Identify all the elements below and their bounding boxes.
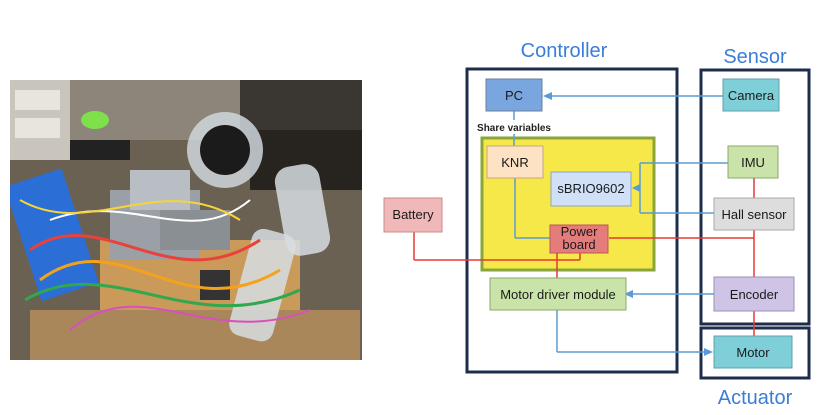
sbrio-arrowhead <box>632 184 640 192</box>
sbrio-block <box>550 171 632 207</box>
power-board-label-1: Power <box>561 224 599 239</box>
knr-label: KNR <box>501 155 528 170</box>
actuator-frame <box>699 326 811 380</box>
hall-sensor-block <box>713 197 795 231</box>
motor-label: Motor <box>736 345 770 360</box>
imu-label: IMU <box>741 155 765 170</box>
share-variables-label: Share variables <box>477 123 551 134</box>
imu-block <box>727 145 779 179</box>
battery-block <box>383 197 443 233</box>
actuator-title: Actuator <box>718 387 793 409</box>
motor-block <box>713 335 793 369</box>
encoder-label: Encoder <box>730 287 779 302</box>
sensor-frame <box>699 68 811 326</box>
sbrio-label: sBRIO9602 <box>557 181 624 196</box>
battery-label: Battery <box>392 207 434 222</box>
knr-block <box>486 145 544 179</box>
power-board-block <box>549 224 609 254</box>
power-connections <box>413 178 755 336</box>
controller-frame <box>465 67 679 374</box>
camera-label: Camera <box>728 88 775 103</box>
robot-photo <box>10 80 362 360</box>
encoder-block <box>713 276 795 312</box>
controller-title: Controller <box>521 40 608 62</box>
sensor-title: Sensor <box>723 46 787 68</box>
camera-block <box>722 78 780 112</box>
data-connections <box>513 95 728 353</box>
pc-label: PC <box>505 88 523 103</box>
driver-arrowhead <box>624 290 633 298</box>
motor-arrowhead <box>704 348 713 356</box>
motor-driver-block <box>489 277 627 311</box>
data-arrowheads <box>543 92 713 356</box>
pc-block <box>485 78 543 112</box>
pc-arrowhead <box>543 92 552 100</box>
motor-driver-label: Motor driver module <box>500 287 616 302</box>
hall-sensor-label: Hall sensor <box>721 207 787 222</box>
power-board-label-2: board <box>562 237 595 252</box>
